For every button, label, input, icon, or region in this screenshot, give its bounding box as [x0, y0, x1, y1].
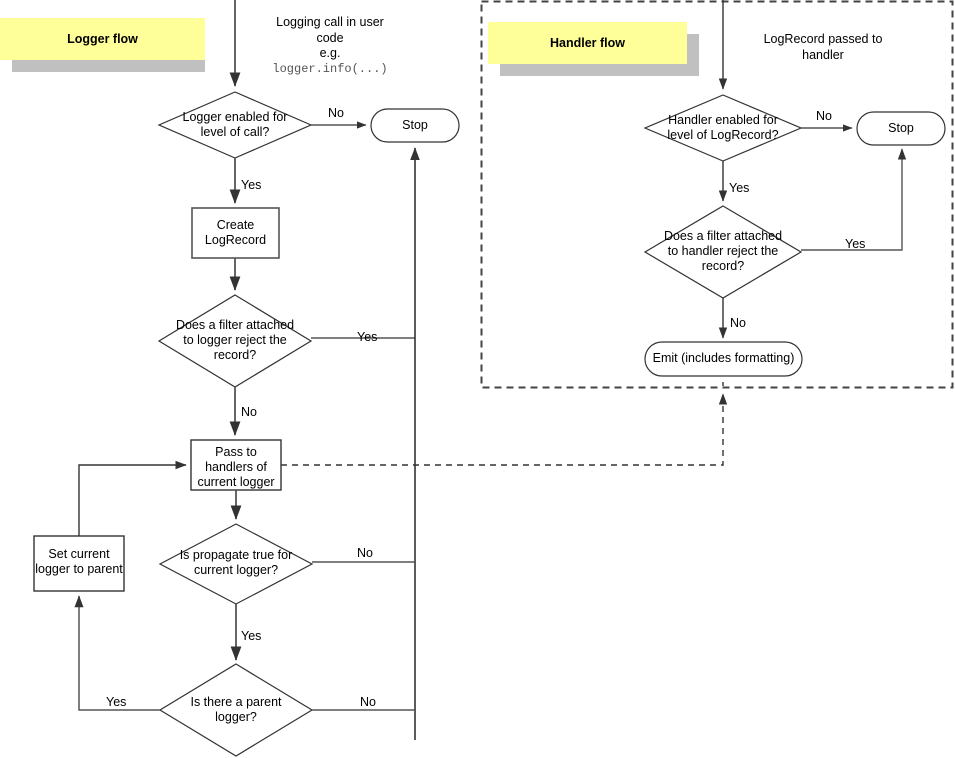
edge-label-handler-filter-no: No: [730, 316, 746, 330]
edge-label-handler-enabled-no: No: [816, 109, 832, 123]
decision-handler-filter: [643, 205, 803, 299]
handler-flow-title: Handler flow: [488, 22, 687, 64]
decision-logger-enabled: [157, 91, 313, 159]
handler-entry-text: LogRecord passed to handler: [728, 32, 918, 63]
edge-label-propagate-no: No: [357, 546, 373, 560]
decision-parent-logger: [158, 663, 314, 757]
edge-label-handler-filter-yes-text: Yes: [845, 237, 866, 251]
edge-label-logger-filter-yes-text: Yes: [357, 330, 378, 344]
edge-label-propagate-yes-text: Yes: [241, 629, 262, 643]
edge-label-logger-enabled-yes: Yes: [241, 178, 261, 192]
edge-label-propagate-yes: Yes: [241, 629, 261, 643]
edge-handler-filter-yes: [801, 148, 907, 251]
handler-panel-border: [480, 0, 954, 389]
decision-propagate: [158, 523, 314, 605]
edge-label-handler-enabled-yes: Yes: [729, 181, 749, 195]
handler-entry-line1: LogRecord passed to: [763, 32, 883, 46]
edge-setparent-to-pass: [78, 460, 187, 536]
edge-label-logger-filter-no-text: No: [241, 405, 257, 419]
edge-label-logger-enabled-yes-text: Yes: [241, 178, 262, 192]
logger-flow-title-label: Logger flow: [67, 32, 138, 46]
logger-entry-code: logger.info(...): [272, 61, 388, 76]
edge-label-handler-filter-yes: Yes: [845, 237, 865, 251]
process-create-logrecord: [191, 207, 280, 259]
logger-flow-title: Logger flow: [0, 18, 205, 60]
edge-label-parent-no-text: No: [360, 695, 376, 709]
logger-entry-text: Logging call in user code e.g. logger.in…: [240, 15, 420, 77]
handler-flow-title-label: Handler flow: [549, 36, 625, 50]
logger-entry-line2: code: [316, 30, 344, 45]
handler-entry-line2: handler: [802, 47, 844, 62]
edge-label-logger-filter-yes: Yes: [357, 330, 377, 344]
edge-label-parent-yes-text: Yes: [106, 695, 127, 709]
decision-handler-enabled: [643, 94, 803, 162]
edge-label-parent-no: No: [360, 695, 376, 709]
terminal-stop-logger: [370, 108, 460, 143]
edge-label-logger-filter-no: No: [241, 405, 257, 419]
edge-label-handler-enabled-no-text: No: [816, 109, 832, 123]
edge-parent-yes: [74, 595, 160, 711]
logger-entry-line1: Logging call in user: [276, 15, 384, 29]
terminal-stop-handler: [856, 111, 946, 146]
edge-pass-to-handler-flow-dashed: [281, 393, 728, 466]
decision-logger-filter: [157, 294, 313, 388]
process-set-current-logger: [33, 535, 125, 592]
edge-label-parent-yes: Yes: [106, 695, 126, 709]
edge-label-propagate-no-text: No: [357, 546, 373, 560]
terminal-emit: [644, 341, 803, 377]
edge-label-logger-enabled-no: No: [328, 106, 344, 120]
edge-label-handler-filter-no-text: No: [730, 316, 746, 330]
process-pass-to-handlers: [190, 439, 282, 491]
edge-label-logger-enabled-no-text: No: [328, 106, 344, 120]
logger-entry-line3: e.g.: [319, 46, 341, 60]
edge-label-handler-enabled-yes-text: Yes: [729, 181, 750, 195]
